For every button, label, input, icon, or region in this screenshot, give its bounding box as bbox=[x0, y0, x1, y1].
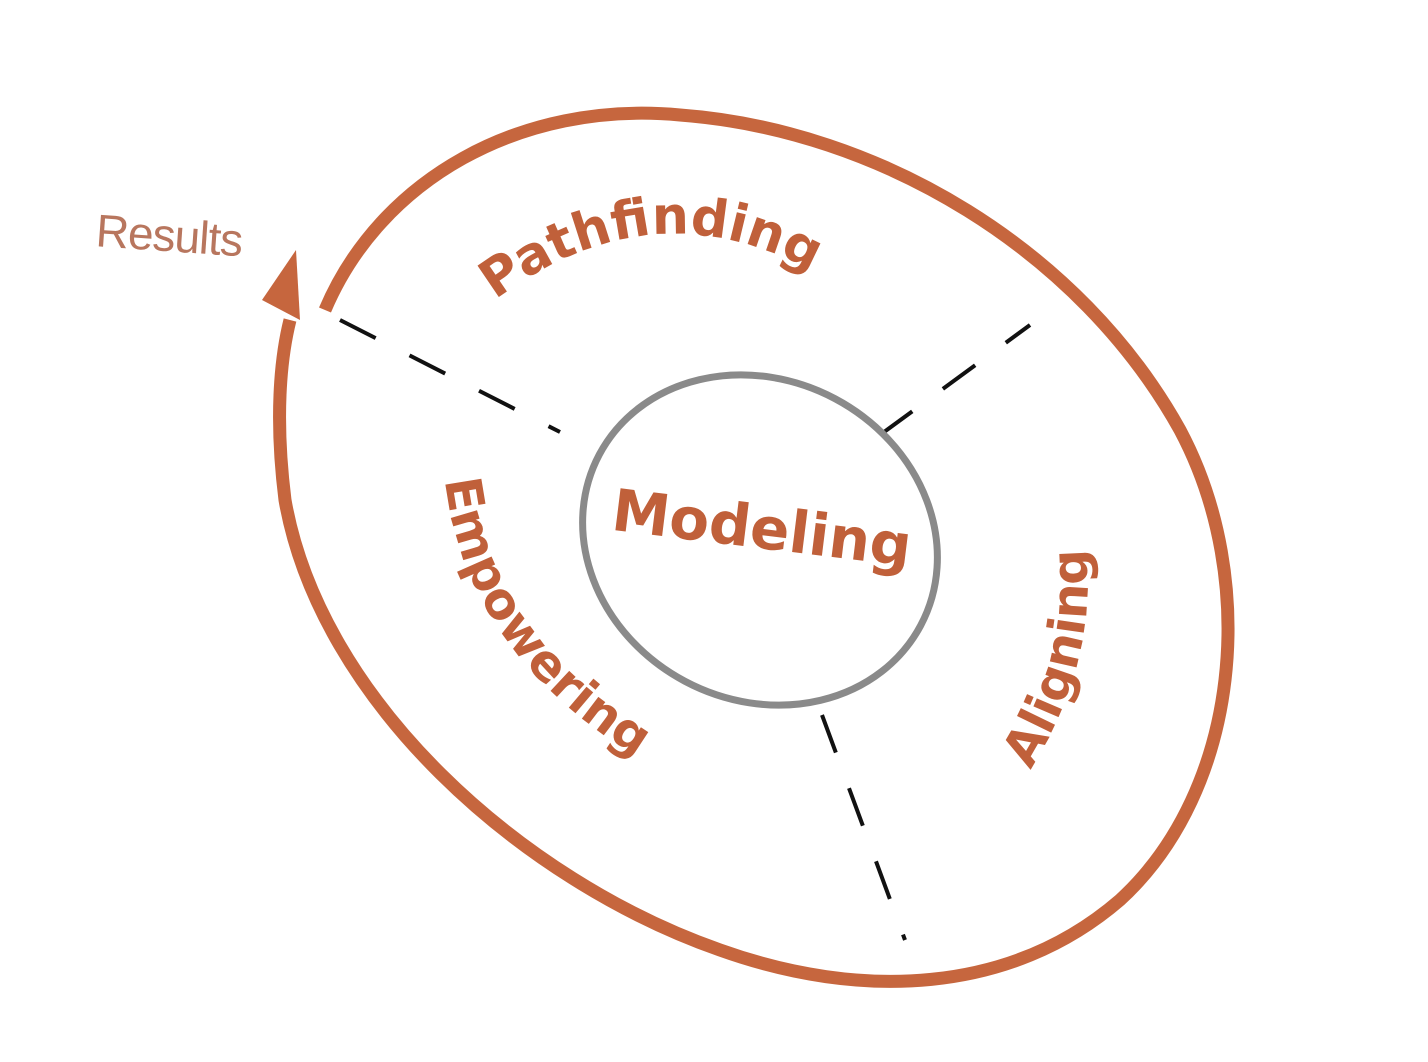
center-label: Modeling bbox=[608, 476, 915, 580]
stage-label-top: Pathfinding bbox=[468, 186, 832, 310]
stage-label-right: Aligning bbox=[991, 548, 1101, 776]
divider-lines bbox=[339, 318, 1032, 941]
inner-ring bbox=[579, 371, 941, 709]
results-arrow-icon bbox=[262, 250, 300, 320]
outer-cycle-ring bbox=[273, 106, 1235, 988]
results-label: Results bbox=[94, 204, 244, 266]
